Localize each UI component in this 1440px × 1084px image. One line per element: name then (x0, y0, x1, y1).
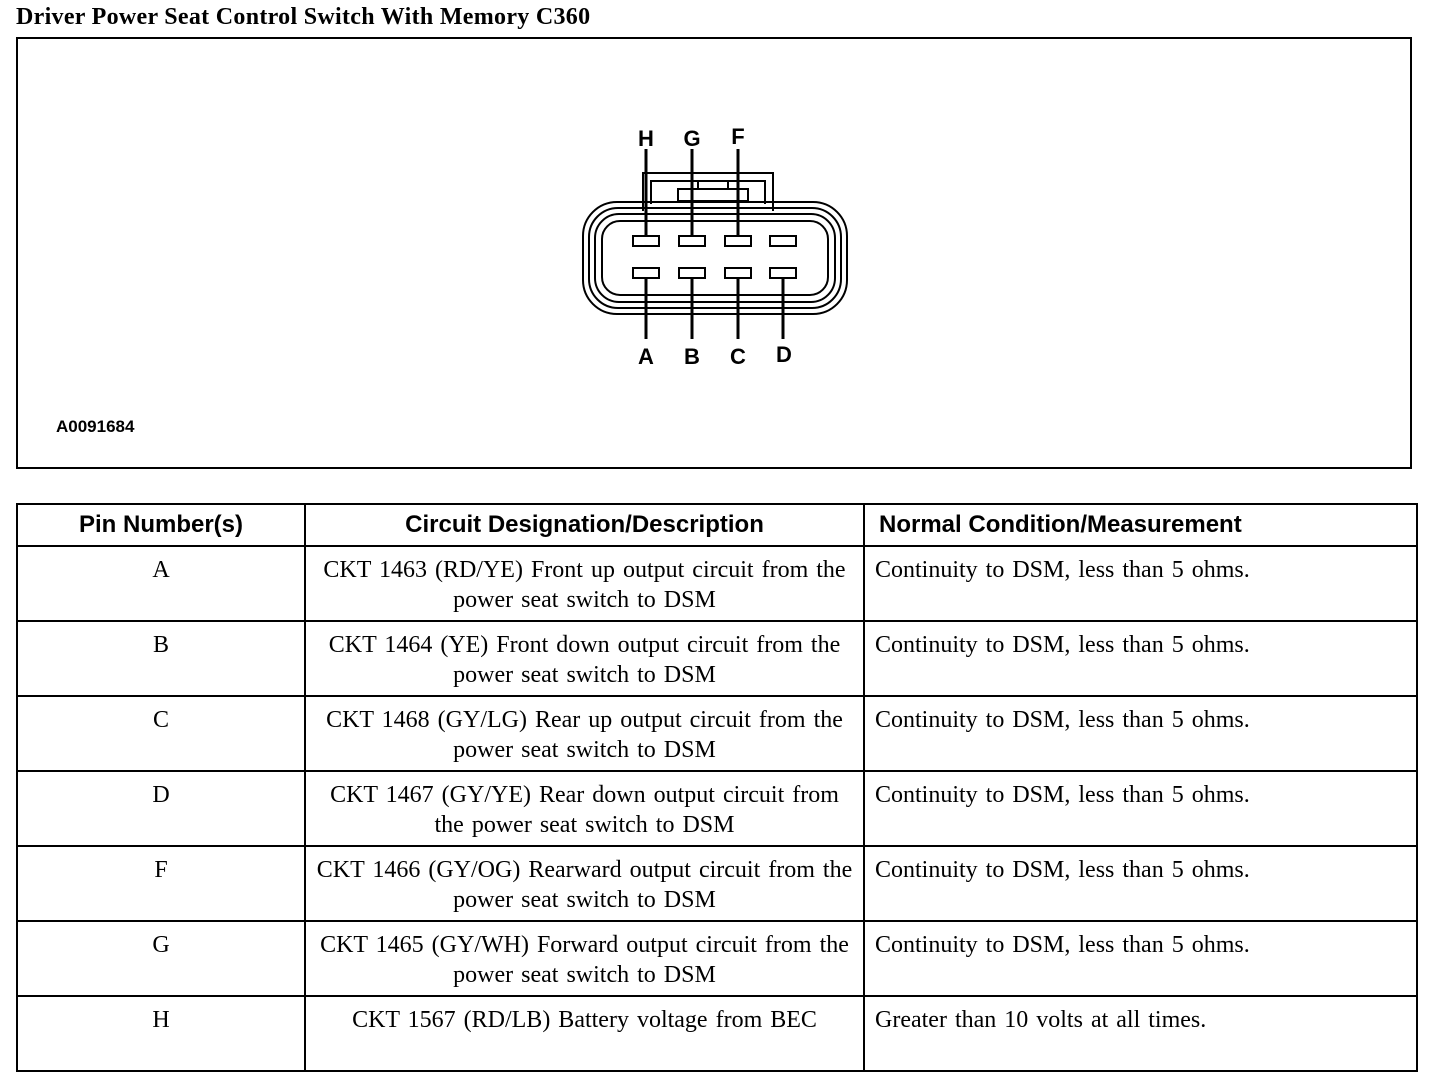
measurement-cell: Continuity to DSM, less than 5 ohms. (863, 770, 1418, 847)
connector-shell-outer (582, 201, 848, 315)
measurement-cell: Greater than 10 volts at all times. (863, 995, 1418, 1072)
measurement-cell: Continuity to DSM, less than 5 ohms. (863, 845, 1418, 922)
table-row: G CKT 1465 (GY/WH) Forward output circui… (16, 920, 1418, 997)
connector-shell-2 (588, 207, 842, 309)
pin-cell: H (16, 995, 306, 1072)
table-row: B CKT 1464 (YE) Front down output circui… (16, 620, 1418, 697)
cavity-E (769, 235, 797, 247)
measurement-cell: Continuity to DSM, less than 5 ohms. (863, 695, 1418, 772)
figure-id: A0091684 (56, 417, 135, 436)
cavity-F (724, 235, 752, 247)
description-cell: CKT 1466 (GY/OG) Rearward output circuit… (304, 845, 865, 922)
page-title: Driver Power Seat Control Switch With Me… (16, 4, 591, 30)
description-cell: CKT 1567 (RD/LB) Battery voltage from BE… (304, 995, 865, 1072)
header-normal-condition: Normal Condition/Measurement (863, 503, 1418, 547)
description-cell: CKT 1467 (GY/YE) Rear down output circui… (304, 770, 865, 847)
pin-table: Pin Number(s) Circuit Designation/Descri… (16, 503, 1418, 1072)
cavity-G (678, 235, 706, 247)
lock-latch (677, 188, 749, 202)
cavity-H (632, 235, 660, 247)
measurement-cell: Continuity to DSM, less than 5 ohms. (863, 545, 1418, 622)
description-cell: CKT 1465 (GY/WH) Forward output circuit … (304, 920, 865, 997)
lock-tab-outer (642, 172, 774, 211)
table-row: H CKT 1567 (RD/LB) Battery voltage from … (16, 995, 1418, 1072)
measurement-cell: Continuity to DSM, less than 5 ohms. (863, 620, 1418, 697)
pin-cell: D (16, 770, 306, 847)
pin-cell: B (16, 620, 306, 697)
header-circuit-description: Circuit Designation/Description (304, 503, 865, 547)
table-header-row: Pin Number(s) Circuit Designation/Descri… (16, 503, 1418, 547)
cavity-A (632, 267, 660, 279)
table-row: F CKT 1466 (GY/OG) Rearward output circu… (16, 845, 1418, 922)
pin-label-A: A (638, 344, 654, 369)
pin-cell: C (16, 695, 306, 772)
connector-shell-inner (601, 220, 829, 296)
pin-label-H: H (638, 126, 654, 151)
table-row: C CKT 1468 (GY/LG) Rear up output circui… (16, 695, 1418, 772)
cavity-B (678, 267, 706, 279)
cavity-C (724, 267, 752, 279)
description-cell: CKT 1464 (YE) Front down output circuit … (304, 620, 865, 697)
table-row: D CKT 1467 (GY/YE) Rear down output circ… (16, 770, 1418, 847)
description-cell: CKT 1468 (GY/LG) Rear up output circuit … (304, 695, 865, 772)
pin-label-G: G (683, 126, 700, 151)
pin-label-D: D (776, 342, 792, 367)
lock-tab-inner (650, 180, 766, 204)
pin-cell: A (16, 545, 306, 622)
table-row: A CKT 1463 (RD/YE) Front up output circu… (16, 545, 1418, 622)
connector-shell-3 (594, 213, 836, 303)
pin-label-C: C (730, 344, 746, 369)
connector-figure: H G F A B C D A0091684 (16, 37, 1412, 469)
description-cell: CKT 1463 (RD/YE) Front up output circuit… (304, 545, 865, 622)
measurement-cell: Continuity to DSM, less than 5 ohms. (863, 920, 1418, 997)
connector-diagram: H G F A B C D (582, 124, 848, 369)
pin-label-B: B (684, 344, 700, 369)
pin-cell: G (16, 920, 306, 997)
pin-label-F: F (731, 124, 744, 149)
header-pin-number: Pin Number(s) (16, 503, 306, 547)
pin-cell: F (16, 845, 306, 922)
cavity-D (769, 267, 797, 279)
